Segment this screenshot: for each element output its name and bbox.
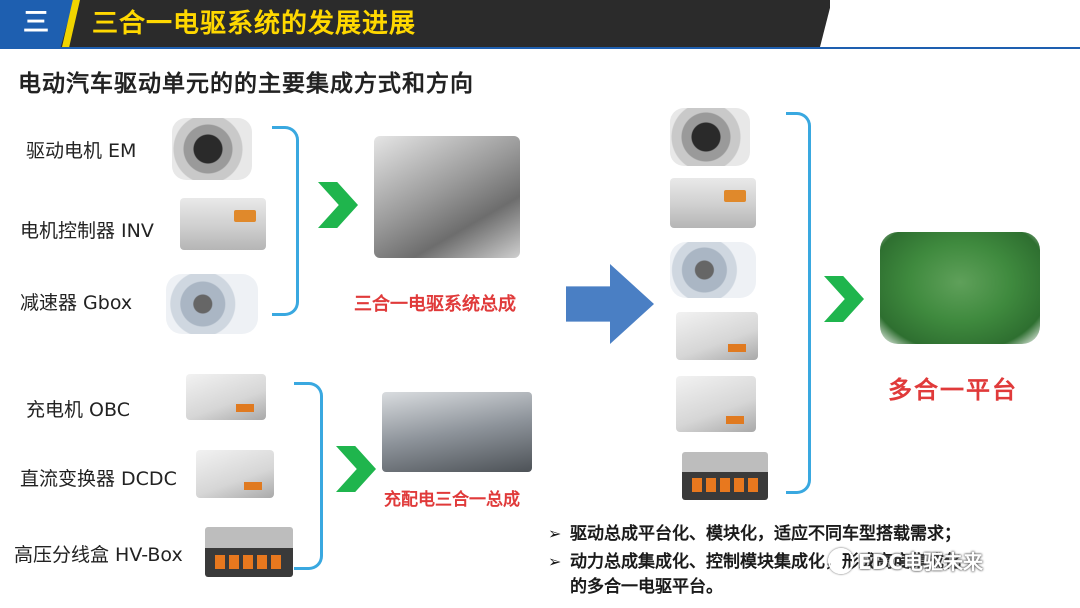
drive-3in1-label: 三合一电驱系统总成	[354, 294, 516, 315]
component-label-hvbox: 高压分线盒 HV-Box	[14, 544, 183, 566]
chevron-right-icon	[318, 182, 358, 228]
obc-image	[186, 374, 266, 420]
bullet-item: ➢ 驱动总成平台化、模块化，适应不同车型搭载需求；	[548, 522, 961, 546]
charge-group-bracket	[294, 382, 323, 570]
component-label-dcdc: 直流变换器 DCDC	[20, 468, 177, 490]
bullet-arrow-icon: ➢	[548, 552, 562, 571]
header-bar	[0, 0, 830, 47]
bullet-text: 驱动总成平台化、模块化，适应不同车型搭载需求；	[570, 524, 961, 544]
component-label-obc: 充电机 OBC	[26, 399, 130, 421]
arrow-right-icon	[566, 264, 654, 344]
inverter-image	[670, 178, 756, 228]
watermark: EDC电驱未来	[828, 546, 1073, 576]
hvbox-image	[682, 452, 768, 500]
gearbox-image	[166, 274, 258, 334]
drive-group-bracket	[272, 126, 299, 316]
header-end-cut	[820, 0, 880, 47]
component-label-gbox: 减速器 Gbox	[20, 292, 133, 314]
bullet-item: ➢ 动力总成集成化、控制模块集成化，形成高度集成化	[548, 550, 961, 574]
drive-3in1-assembly-image	[374, 136, 520, 258]
dcdc-image	[676, 376, 756, 432]
chevron-right-icon	[824, 276, 864, 322]
obc-image	[676, 312, 758, 360]
bullet-continuation: 的多合一电驱平台。	[570, 577, 723, 597]
motor-image	[172, 118, 252, 180]
wechat-icon	[828, 548, 854, 574]
page-title: 三合一电驱系统的发展进展	[92, 9, 417, 39]
charge-3in1-label: 充配电三合一总成	[384, 490, 520, 510]
multi-in-one-platform-image	[880, 232, 1040, 344]
header-underline	[0, 47, 1080, 49]
section-number-badge	[0, 0, 74, 47]
component-label-em: 驱动电机 EM	[26, 140, 137, 162]
platform-label: 多合一平台	[888, 376, 1018, 404]
bullet-text: 动力总成集成化、控制模块集成化，形成高度集成化	[570, 552, 961, 572]
charge-3in1-assembly-image	[382, 392, 532, 472]
bullet-arrow-icon: ➢	[548, 524, 562, 543]
watermark-text: EDC电驱未来	[858, 550, 983, 574]
section-number: 三	[22, 8, 49, 38]
dcdc-image	[196, 450, 274, 498]
component-label-inv: 电机控制器 INV	[20, 220, 154, 242]
hvbox-image	[205, 527, 293, 577]
slide-subtitle: 电动汽车驱动单元的的主要集成方式和方向	[18, 71, 474, 97]
inverter-image	[180, 198, 266, 250]
gearbox-image	[670, 242, 756, 298]
chevron-right-icon	[336, 446, 376, 492]
motor-image	[670, 108, 750, 166]
platform-group-bracket	[786, 112, 811, 494]
